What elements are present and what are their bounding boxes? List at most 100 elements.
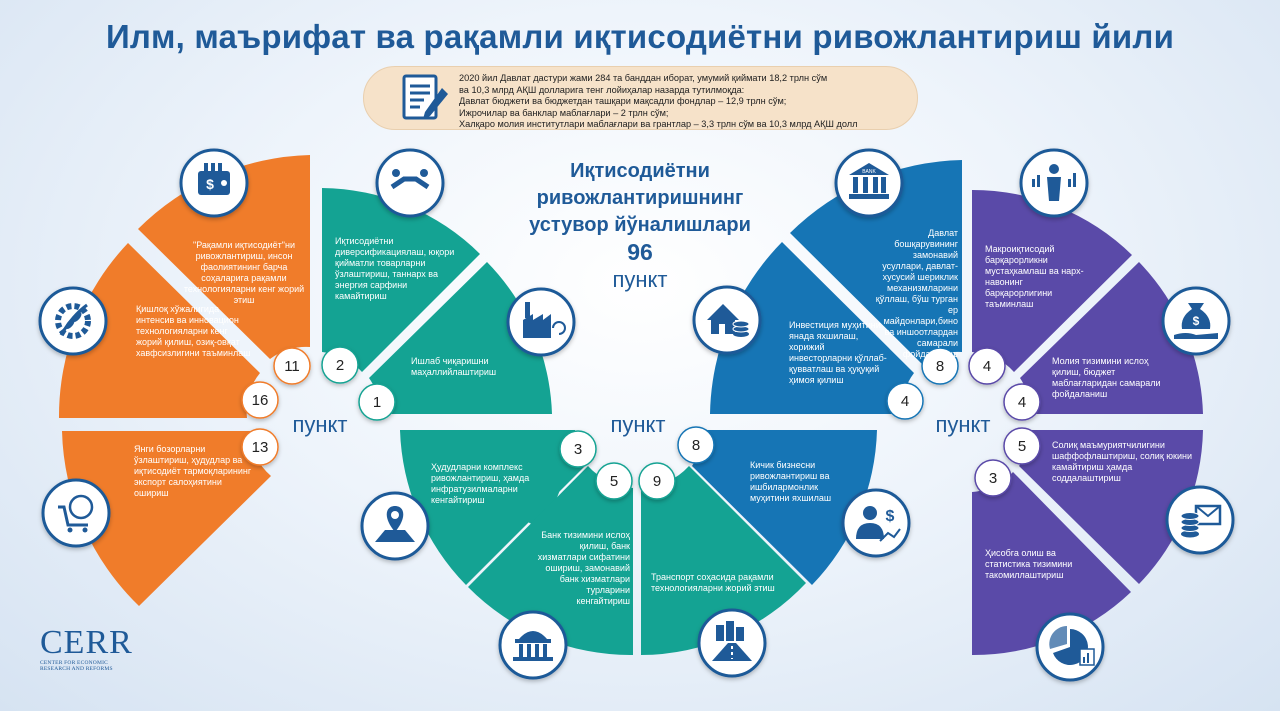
wheat-gear-icon: [38, 286, 108, 356]
teal-segment-2-label: Ишлаб чиқаришни маҳаллийлаштириш: [411, 356, 497, 377]
number-badge-value: 8: [936, 358, 944, 375]
teal-segment-4-label: Банк тизимини ислоҳ қилиш, банк хизматла…: [537, 530, 630, 606]
number-badge-value: 4: [983, 358, 991, 375]
number-badge-value: 8: [692, 437, 700, 454]
analyst-charts-icon: [1019, 148, 1089, 218]
blue-fan: [692, 160, 962, 585]
money-bag-hand-icon: $: [1161, 286, 1231, 356]
punkt-label-middle: пункт: [610, 412, 666, 437]
orange-fan: [58, 155, 310, 606]
teal-segment-3-label: Ҳудудларни комплекс ривожлантириш, ҳамда…: [431, 462, 530, 505]
orange-segment-1-label: "Рақамли иқтисодиёт"ни ривожлантириш, ин…: [183, 240, 305, 305]
teal-segment-5-label: Транспорт соҳасида рақамли технологиялар…: [651, 572, 775, 593]
number-badge-value: 13: [252, 439, 269, 456]
blue-segment-3-label: Кичик бизнесни ривожлантириш ва ишбиларм…: [750, 460, 832, 503]
handshake-icon: [375, 148, 445, 218]
number-badge-value: 4: [1018, 394, 1026, 411]
map-pin-icon: [360, 491, 430, 561]
number-badge: 8: [921, 347, 959, 385]
number-badge: 3: [974, 459, 1012, 497]
number-badge: 9: [638, 462, 676, 500]
number-badge-value: 9: [653, 473, 661, 490]
punkt-label-orange: пункт: [292, 412, 348, 437]
teal-segment-1: [322, 188, 480, 372]
orange-segment-3: [62, 431, 271, 606]
pie-chart-icon: [1035, 612, 1105, 682]
purple-segment-2: [1020, 262, 1203, 414]
businessman-dollar-icon: $: [841, 488, 911, 558]
total-count: 96: [627, 239, 653, 265]
blue-segment-1: [790, 160, 962, 364]
number-badge-value: 2: [336, 357, 344, 374]
orange-segment-3-label: Янги бозорларни ўзлаштириш, ҳудудлар ва …: [134, 444, 252, 498]
center-heading-line: ривожлантиришнинг: [536, 187, 744, 209]
number-badge-value: 3: [989, 470, 997, 487]
purple-segment-3: [1019, 430, 1203, 584]
blue-segment-2: [710, 242, 914, 414]
number-badge: 4: [1003, 383, 1041, 421]
teal-fan: [322, 188, 806, 656]
teal-segment-1-label: Иқтисодиётни диверсификациялаш, юқори қи…: [335, 236, 455, 301]
number-badge-value: 16: [252, 392, 269, 409]
info-line: Ижрочилар ва банклар маблағлари – 2 трлн…: [459, 107, 669, 118]
teal-segment-3-main: [400, 430, 585, 585]
wallet-money-icon: $: [179, 148, 249, 218]
road-city-icon: [697, 608, 767, 678]
page-title: Илм, маърифат ва рақамли иқтисодиётни ри…: [105, 18, 1175, 55]
purple-segment-4: [972, 472, 1131, 656]
number-badge: 3: [559, 430, 597, 468]
program-info-box: 2020 йил Давлат дастури жами 284 та банд…: [363, 66, 918, 130]
orange-segment-2-label: Қишлоқ хўжалигида интенсив ва инновацион…: [136, 304, 251, 358]
info-line: 2020 йил Давлат дастури жами 284 та банд…: [459, 73, 828, 83]
blue-segment-2-label: Инвестиция муҳитини янада яхшилаш, хориж…: [789, 320, 887, 385]
info-line: ва 10,3 млрд АҚШ долларига тенг лойиҳала…: [459, 84, 745, 95]
number-badge: 5: [1003, 427, 1041, 465]
blue-segment-3: [692, 430, 877, 585]
blue-segment-1-label: Давлат бошқарувининг замонавий усуллари,…: [875, 228, 958, 359]
purple-segment-1-label: Макроиқтисодий барқарорликни мустаҳкамла…: [985, 244, 1084, 309]
purple-fan: [972, 189, 1203, 656]
purple-segment-3-label: Солиқ маъмуриятчилигини шаффофлаштириш, …: [1052, 440, 1192, 483]
number-badge-value: 4: [901, 393, 909, 410]
government-building-icon: [498, 610, 568, 680]
logo-subtitle-1: CENTER FOR ECONOMIC: [40, 660, 108, 666]
number-badge: 5: [595, 462, 633, 500]
bank-sign-text: BANK: [862, 169, 876, 175]
logo-name: CERR: [40, 624, 133, 661]
svg-text:$: $: [206, 176, 214, 192]
factory-icon: [506, 287, 576, 357]
number-badge-value: 11: [284, 358, 300, 375]
info-line: Давлат бюджети ва бюджетдан ташқари мақс…: [459, 96, 787, 106]
number-badge-value: 1: [373, 394, 381, 411]
bank-icon: BANK: [834, 148, 904, 218]
total-unit: пункт: [612, 267, 668, 292]
cerr-logo: CERR CENTER FOR ECONOMIC RESEARCH AND RE…: [40, 624, 150, 673]
orange-segment-1: [138, 155, 310, 359]
purple-segment-4-label: Ҳисобга олиш ва статистика тизимини тако…: [985, 548, 1073, 580]
center-heading-line: устувор йўналишлари: [529, 214, 751, 236]
center-heading-line: Иқтисодиётни: [570, 160, 710, 182]
teal-segment-5: [641, 466, 806, 655]
number-badge: 2: [321, 346, 359, 384]
number-badge-value: 5: [610, 473, 618, 490]
number-badge: 4: [968, 347, 1006, 385]
number-badge: 13: [241, 428, 279, 466]
center-heading: Иқтисодиётни ривожлантиришнинг устувор й…: [495, 158, 785, 293]
svg-text:$: $: [886, 508, 895, 525]
document-pen-icon: [402, 74, 448, 120]
number-badge-value: 3: [574, 441, 582, 458]
svg-text:$: $: [1193, 314, 1200, 328]
info-line: Халқаро молия институтлари маблағлари ва…: [459, 119, 858, 129]
purple-segment-1: [972, 189, 1132, 372]
number-badge-value: 5: [1018, 438, 1026, 455]
logo-subtitle-2: RESEARCH AND REFORMS: [40, 666, 113, 672]
number-badge: 11: [273, 347, 311, 385]
purple-segment-2-label: Молия тизимини ислоҳ қилиш, бюджет мабла…: [1052, 356, 1161, 399]
number-badge: 8: [677, 426, 715, 464]
punkt-label-right: пункт: [935, 412, 991, 437]
teal-segment-2: [369, 262, 552, 414]
number-badge: 4: [886, 382, 924, 420]
coins-envelope-icon: [1165, 485, 1235, 555]
number-badge: 1: [358, 383, 396, 421]
